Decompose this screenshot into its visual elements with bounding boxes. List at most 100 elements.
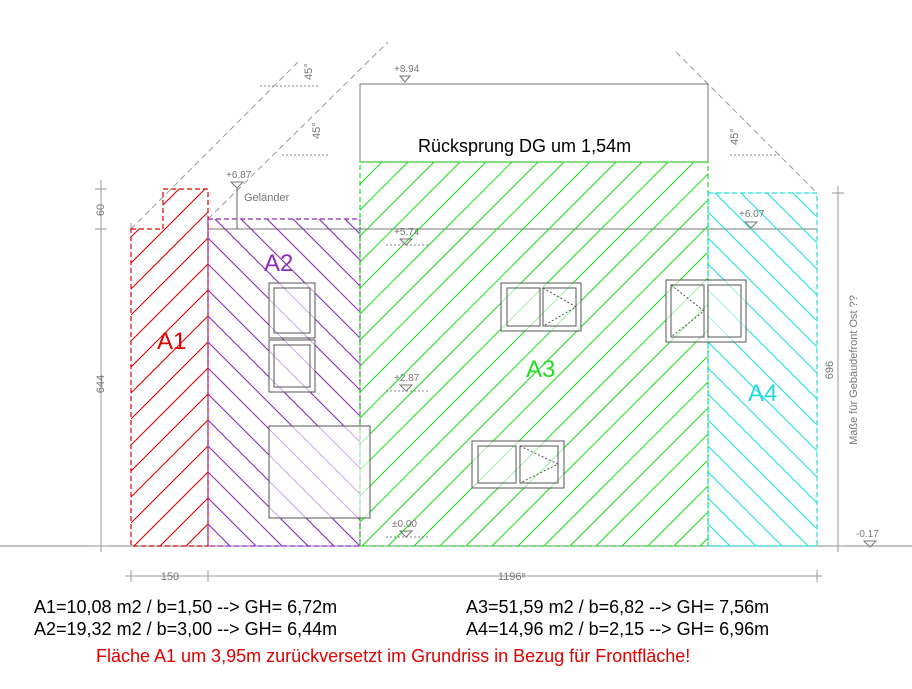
hatch-line bbox=[740, 193, 817, 270]
angle-label-1: 45° bbox=[303, 63, 315, 80]
hatch-line bbox=[861, 183, 912, 556]
dimension-bottom-right: 1196⁵ bbox=[498, 571, 526, 583]
angle-label-2: 45° bbox=[311, 122, 323, 139]
building-outline bbox=[208, 83, 817, 230]
hatch-line bbox=[517, 355, 708, 546]
elevation-ground: ±0.00 bbox=[392, 519, 417, 530]
hatch-line bbox=[360, 162, 513, 315]
dimension-bottom-left: 150 bbox=[161, 571, 179, 583]
hatch-line bbox=[872, 152, 912, 556]
hatch-line bbox=[360, 162, 617, 419]
elevation-floor-dg: +5.74 bbox=[394, 227, 420, 238]
hatch-line bbox=[465, 303, 708, 546]
hatch-line bbox=[387, 225, 708, 546]
hatch-line bbox=[131, 189, 208, 546]
elevation-right-ground: -0.17 bbox=[856, 529, 879, 540]
hatch-line bbox=[462, 179, 839, 556]
hatch-line bbox=[131, 189, 208, 546]
dimension-right-height: 696 bbox=[824, 361, 836, 379]
hatch-line bbox=[887, 183, 912, 556]
hatch-line bbox=[708, 211, 817, 322]
hatch-line bbox=[439, 277, 708, 546]
hatch-line bbox=[708, 367, 817, 478]
hatch-line bbox=[360, 162, 643, 445]
hatch-line bbox=[131, 189, 208, 546]
hatch-line bbox=[708, 315, 817, 426]
hatch-line bbox=[569, 407, 708, 546]
hatch-line bbox=[266, 219, 360, 313]
hatch-line bbox=[360, 173, 708, 523]
hatch-line bbox=[131, 189, 208, 546]
door-a2 bbox=[268, 425, 371, 519]
hatch-line bbox=[131, 189, 164, 546]
area-a1-outline bbox=[130, 188, 209, 547]
hatch-line bbox=[208, 523, 231, 546]
dimension-lines bbox=[95, 180, 844, 582]
hatch-line bbox=[131, 189, 138, 546]
hatch-line bbox=[131, 189, 208, 546]
legend-a3: A3=51,59 m2 / b=6,82 --> GH= 7,56m bbox=[466, 597, 770, 617]
dimension-labels: 60 644 696 Maße für Gebäudefront Ost ?? … bbox=[95, 204, 860, 583]
hatch-line bbox=[201, 189, 208, 546]
hatch-line bbox=[360, 162, 539, 341]
hatch-line bbox=[543, 381, 708, 546]
elevation-markers: +8.94 +6.87 +6.07 +5.74 +2.87 ±0.00 -0.1… bbox=[226, 64, 879, 548]
hatch-line bbox=[768, 152, 912, 556]
dimension-left-height: 644 bbox=[95, 375, 107, 393]
hatch-line bbox=[413, 251, 708, 546]
area-a3-hatch bbox=[360, 152, 912, 556]
hatch-line bbox=[360, 162, 461, 263]
hatch-line bbox=[742, 152, 912, 556]
hatch-line bbox=[835, 183, 912, 556]
hatch-line bbox=[820, 152, 912, 556]
window-a3-a4 bbox=[665, 279, 747, 343]
hatch-line bbox=[208, 445, 309, 546]
hatch-line bbox=[699, 537, 708, 546]
window-a3-lower bbox=[471, 440, 565, 489]
window-a2-lower bbox=[268, 339, 316, 393]
hatch-line bbox=[0, 209, 214, 556]
hatch-line bbox=[708, 393, 817, 504]
hatch-line bbox=[360, 162, 435, 237]
hatch-line bbox=[708, 471, 783, 546]
hatch-line bbox=[621, 459, 708, 546]
area-a2-label: A2 bbox=[264, 250, 293, 277]
roof-outline bbox=[130, 41, 818, 230]
note-text: Fläche A1 um 3,95m zurückversetzt im Gru… bbox=[96, 646, 691, 666]
area-a4-hatch bbox=[708, 183, 912, 556]
hatch-line bbox=[708, 263, 817, 374]
hatch-line bbox=[131, 189, 208, 546]
hatch-line bbox=[292, 219, 360, 287]
hatch-line bbox=[436, 179, 813, 556]
legend-a2: A2=19,32 m2 / b=3,00 --> GH= 6,44m bbox=[34, 619, 338, 639]
area-a1-label: A1 bbox=[157, 328, 186, 355]
hatch-line bbox=[208, 237, 360, 391]
hatch-line bbox=[208, 341, 360, 495]
hatch-line bbox=[332, 179, 709, 556]
hatch-line bbox=[673, 511, 708, 546]
elevation-floor-og: +2.87 bbox=[394, 373, 420, 384]
hatch-line bbox=[708, 289, 817, 400]
elevation-left-eave: +6.87 bbox=[226, 170, 252, 181]
hatch-line bbox=[0, 179, 111, 556]
hatch-line bbox=[131, 189, 208, 546]
area-a3-label: A3 bbox=[526, 356, 555, 383]
hatch-line bbox=[708, 237, 817, 348]
hatch-line bbox=[714, 193, 817, 296]
hatch-line bbox=[708, 341, 817, 452]
legend-a4: A4=14,96 m2 / b=2,15 --> GH= 6,96m bbox=[466, 619, 770, 639]
hatch-line bbox=[131, 189, 190, 546]
hatch-line bbox=[361, 199, 708, 546]
angle-annotations: 45° 45° 45° bbox=[260, 63, 780, 156]
hatch-line bbox=[647, 485, 708, 546]
hatch-line bbox=[491, 329, 708, 546]
hatch-line bbox=[131, 189, 208, 546]
hatch-line bbox=[708, 445, 809, 546]
header-label: Rücksprung DG um 1,54m bbox=[418, 136, 631, 156]
elevation-right-eave: +6.07 bbox=[739, 209, 765, 220]
hatch-line bbox=[0, 209, 188, 556]
hatch-line bbox=[384, 179, 761, 556]
elevation-top: +8.94 bbox=[394, 64, 420, 75]
window-a2-upper bbox=[268, 282, 316, 339]
